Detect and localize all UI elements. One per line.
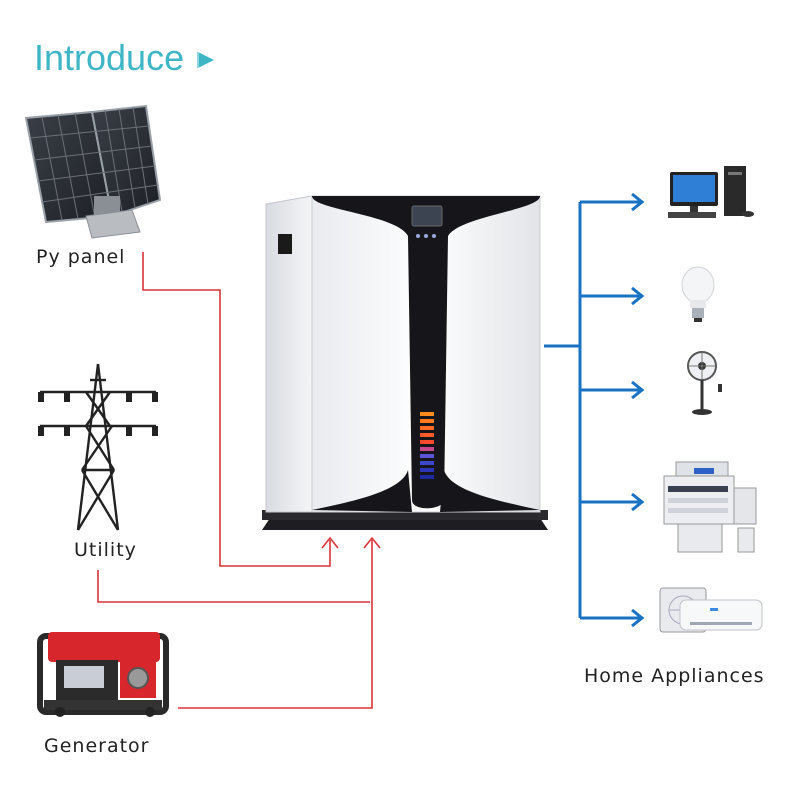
utility-label: Utility — [74, 539, 137, 561]
generator-icon — [37, 632, 169, 717]
pv-panel-label: Py panel — [36, 246, 125, 268]
home-appliances-label: Home Appliances — [584, 665, 765, 687]
generator-label: Generator — [44, 735, 149, 757]
air-conditioner-icon — [659, 587, 763, 633]
page-title: Introduce — [34, 37, 185, 78]
solar-panel-icon — [24, 104, 162, 239]
battery-storage-unit-icon — [262, 195, 548, 530]
computer-icon — [668, 166, 754, 218]
output-lines — [544, 192, 645, 628]
light-bulb-icon — [681, 266, 715, 322]
arrow-head-1 — [321, 536, 339, 549]
play-triangle-icon — [197, 52, 214, 68]
battery-level-leds — [420, 412, 434, 479]
copier-icon — [663, 461, 757, 553]
input-lines — [97, 252, 381, 709]
arrow-head-2 — [363, 536, 381, 549]
power-tower-icon — [38, 363, 158, 531]
fan-icon — [687, 351, 722, 415]
